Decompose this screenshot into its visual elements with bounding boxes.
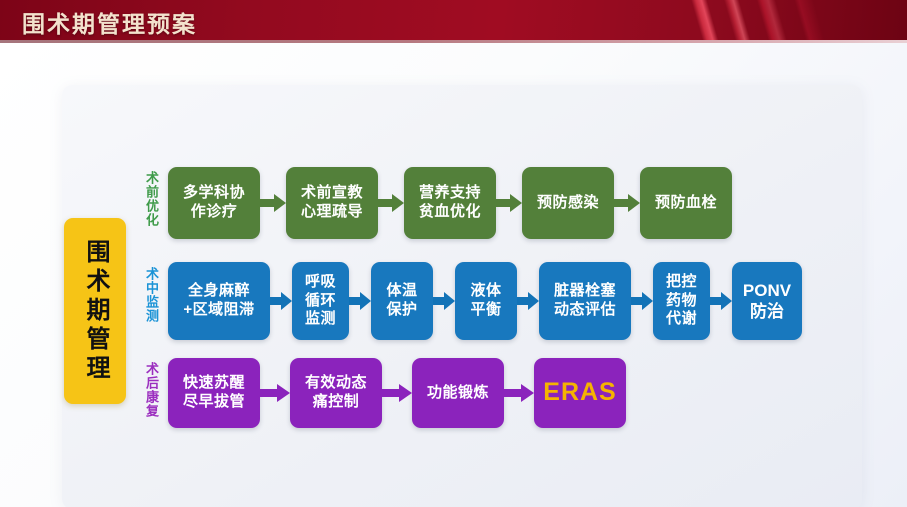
flow-node-label: 有效动态痛控制 bbox=[304, 374, 367, 410]
flow-node[interactable]: 液体平衡 bbox=[455, 262, 517, 340]
flow-node[interactable]: 多学科协作诊疗 bbox=[168, 167, 260, 239]
flow-arrow-icon bbox=[260, 193, 286, 213]
flow-arrow-icon bbox=[349, 292, 371, 310]
flow-row-intraop: 全身麻醉+区域阻滞 呼吸循环监测 体温保护 液体平衡 脏器栓塞动态评估 把控药物代谢 PON… bbox=[168, 262, 802, 340]
flow-arrow-icon bbox=[517, 292, 539, 310]
flow-arrow-icon bbox=[433, 292, 455, 310]
flow-node-label: 呼吸循环监测 bbox=[304, 272, 336, 328]
header-underline bbox=[0, 40, 907, 43]
row-label-preop: 术前优化 bbox=[144, 171, 159, 227]
row-label-intraop: 术中监测 bbox=[144, 267, 159, 323]
flow-arrow-icon bbox=[504, 383, 534, 403]
flow-node[interactable]: 快速苏醒尽早拔管 bbox=[168, 358, 260, 428]
flow-node-label: 多学科协作诊疗 bbox=[182, 184, 245, 220]
flow-node-label: ERAS bbox=[543, 378, 617, 407]
flow-arrow-icon bbox=[382, 383, 412, 403]
flow-arrow-icon bbox=[614, 193, 640, 213]
flow-node[interactable]: 有效动态痛控制 bbox=[290, 358, 382, 428]
flow-node-label: 功能锻炼 bbox=[426, 383, 489, 401]
slide-body: 围术期管理 术前优化 术中监测 术后康复 多学科协作诊疗 术前宣教心理疏导 营养支持… bbox=[0, 43, 907, 507]
flow-node[interactable]: 脏器栓塞动态评估 bbox=[539, 262, 631, 340]
flow-arrow-icon bbox=[270, 292, 292, 310]
flow-node-label: 快速苏醒尽早拔管 bbox=[182, 374, 245, 410]
master-title-card: 围术期管理 bbox=[64, 218, 126, 404]
flow-arrow-icon bbox=[260, 383, 290, 403]
page-title: 围术期管理预案 bbox=[22, 11, 197, 37]
title-banner: 围术期管理预案 bbox=[0, 0, 907, 40]
flow-node-label: 营养支持贫血优化 bbox=[418, 184, 481, 220]
flow-node-label: 预防血栓 bbox=[654, 193, 717, 211]
flow-row-postop: 快速苏醒尽早拔管 有效动态痛控制 功能锻炼 ERAS bbox=[168, 358, 626, 428]
flow-arrow-icon bbox=[710, 292, 732, 310]
flow-node-label: 全身麻醉+区域阻滞 bbox=[183, 282, 255, 318]
flow-node-label: 体温保护 bbox=[386, 282, 418, 318]
flow-node-label: 预防感染 bbox=[536, 193, 599, 211]
flow-node-label: 把控药物代谢 bbox=[665, 272, 697, 328]
flow-node[interactable]: 营养支持贫血优化 bbox=[404, 167, 496, 239]
flow-node[interactable]: 预防感染 bbox=[522, 167, 614, 239]
flow-node[interactable]: 术前宣教心理疏导 bbox=[286, 167, 378, 239]
flow-node-label: 脏器栓塞动态评估 bbox=[553, 282, 616, 318]
master-title-text: 围术期管理 bbox=[82, 238, 109, 384]
flow-node-label: 术前宣教心理疏导 bbox=[300, 184, 363, 220]
flow-node[interactable]: ERAS bbox=[534, 358, 626, 428]
flow-arrow-icon bbox=[378, 193, 404, 213]
flow-node[interactable]: 预防血栓 bbox=[640, 167, 732, 239]
flow-node[interactable]: 功能锻炼 bbox=[412, 358, 504, 428]
flow-node[interactable]: 把控药物代谢 bbox=[653, 262, 710, 340]
flow-node[interactable]: 呼吸循环监测 bbox=[292, 262, 349, 340]
flow-node-label: 液体平衡 bbox=[470, 282, 502, 318]
flow-arrow-icon bbox=[496, 193, 522, 213]
flow-node[interactable]: 全身麻醉+区域阻滞 bbox=[168, 262, 270, 340]
flow-node[interactable]: 体温保护 bbox=[371, 262, 433, 340]
row-label-postop: 术后康复 bbox=[144, 362, 159, 418]
flow-row-preop: 多学科协作诊疗 术前宣教心理疏导 营养支持贫血优化 预防感染 预防血栓 bbox=[168, 167, 732, 239]
flow-arrow-icon bbox=[631, 292, 653, 310]
